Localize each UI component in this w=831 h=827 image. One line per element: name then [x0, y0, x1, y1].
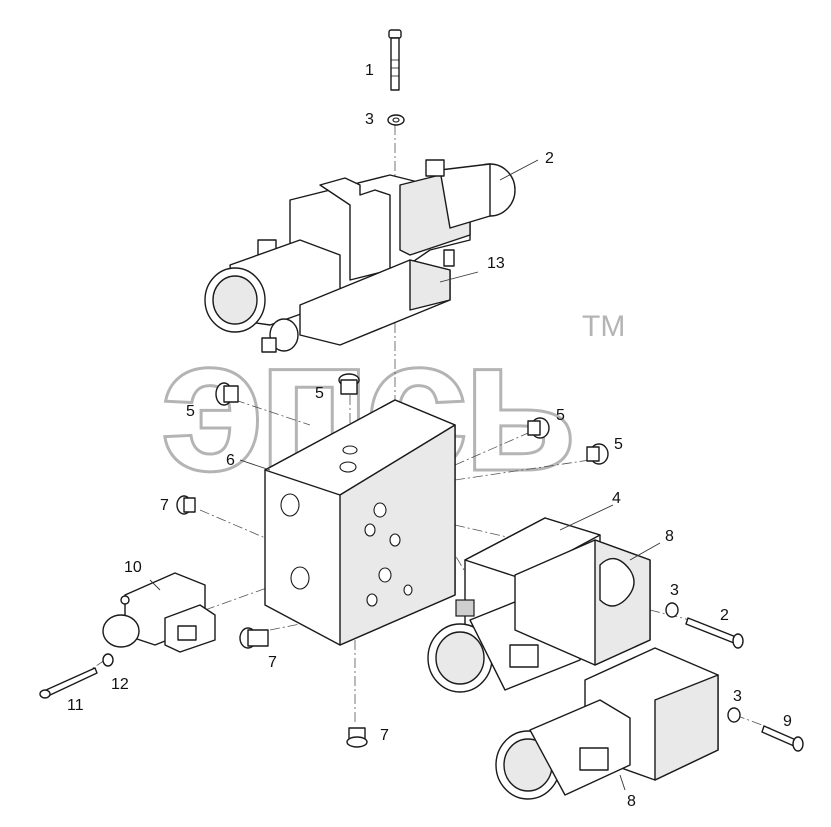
callout-2-right: 2	[720, 607, 729, 624]
plug-part-5-center	[338, 373, 360, 395]
bolt-part-2-right	[685, 617, 744, 649]
callout-8-upper: 8	[665, 528, 674, 545]
plug-part-7-front	[239, 627, 269, 649]
callout-6: 6	[226, 452, 235, 469]
valve-part-8-lower	[495, 647, 719, 800]
plug-part-7-bottom	[346, 727, 368, 748]
plug-part-5-left	[215, 382, 239, 406]
valve-part-8-upper	[514, 539, 651, 666]
callout-3-lower: 3	[733, 688, 742, 705]
callout-2-top: 1	[365, 62, 374, 79]
plug-part-5-right-a	[527, 417, 550, 439]
bolt-part-9	[761, 725, 804, 752]
valve-part-10	[102, 572, 216, 653]
washer-part-3-top	[387, 114, 405, 126]
callout-5-right-a: 5	[556, 407, 565, 424]
callout-3-top: 3	[365, 111, 374, 128]
washer-part-3-lower	[727, 707, 741, 723]
callout-1: 2	[545, 150, 554, 167]
callout-5-center: 5	[315, 385, 324, 402]
callout-4: 4	[612, 490, 621, 507]
callout-7-bottom: 7	[380, 727, 389, 744]
callout-labels: 1 2 3 13 5 5 6 5 5 7 4 8 10 3 2 7 12 11 …	[67, 62, 792, 810]
plug-part-7-left	[176, 495, 196, 515]
callout-12: 12	[111, 676, 129, 693]
manifold-block-part-6	[264, 399, 456, 646]
callout-7-left: 7	[160, 497, 169, 514]
callout-5-right-b: 5	[614, 436, 623, 453]
valve-part-13	[261, 249, 455, 353]
callout-11: 11	[67, 697, 84, 714]
callout-3-right: 3	[670, 582, 679, 599]
callout-5-left: 5	[186, 403, 195, 420]
leader-lines	[149, 159, 661, 791]
callout-13: 13	[487, 255, 505, 272]
callout-8-lower: 8	[627, 793, 636, 810]
bolt-part-2-top	[388, 29, 402, 91]
plug-part-5-right-b	[586, 443, 609, 465]
callout-7-front: 7	[268, 654, 277, 671]
bolt-part-11	[39, 667, 98, 699]
washer-part-3-right	[665, 602, 679, 618]
callout-10: 10	[124, 559, 142, 576]
washer-part-12	[102, 653, 114, 667]
watermark-tm: TM	[582, 310, 625, 343]
callout-9: 9	[783, 713, 792, 730]
